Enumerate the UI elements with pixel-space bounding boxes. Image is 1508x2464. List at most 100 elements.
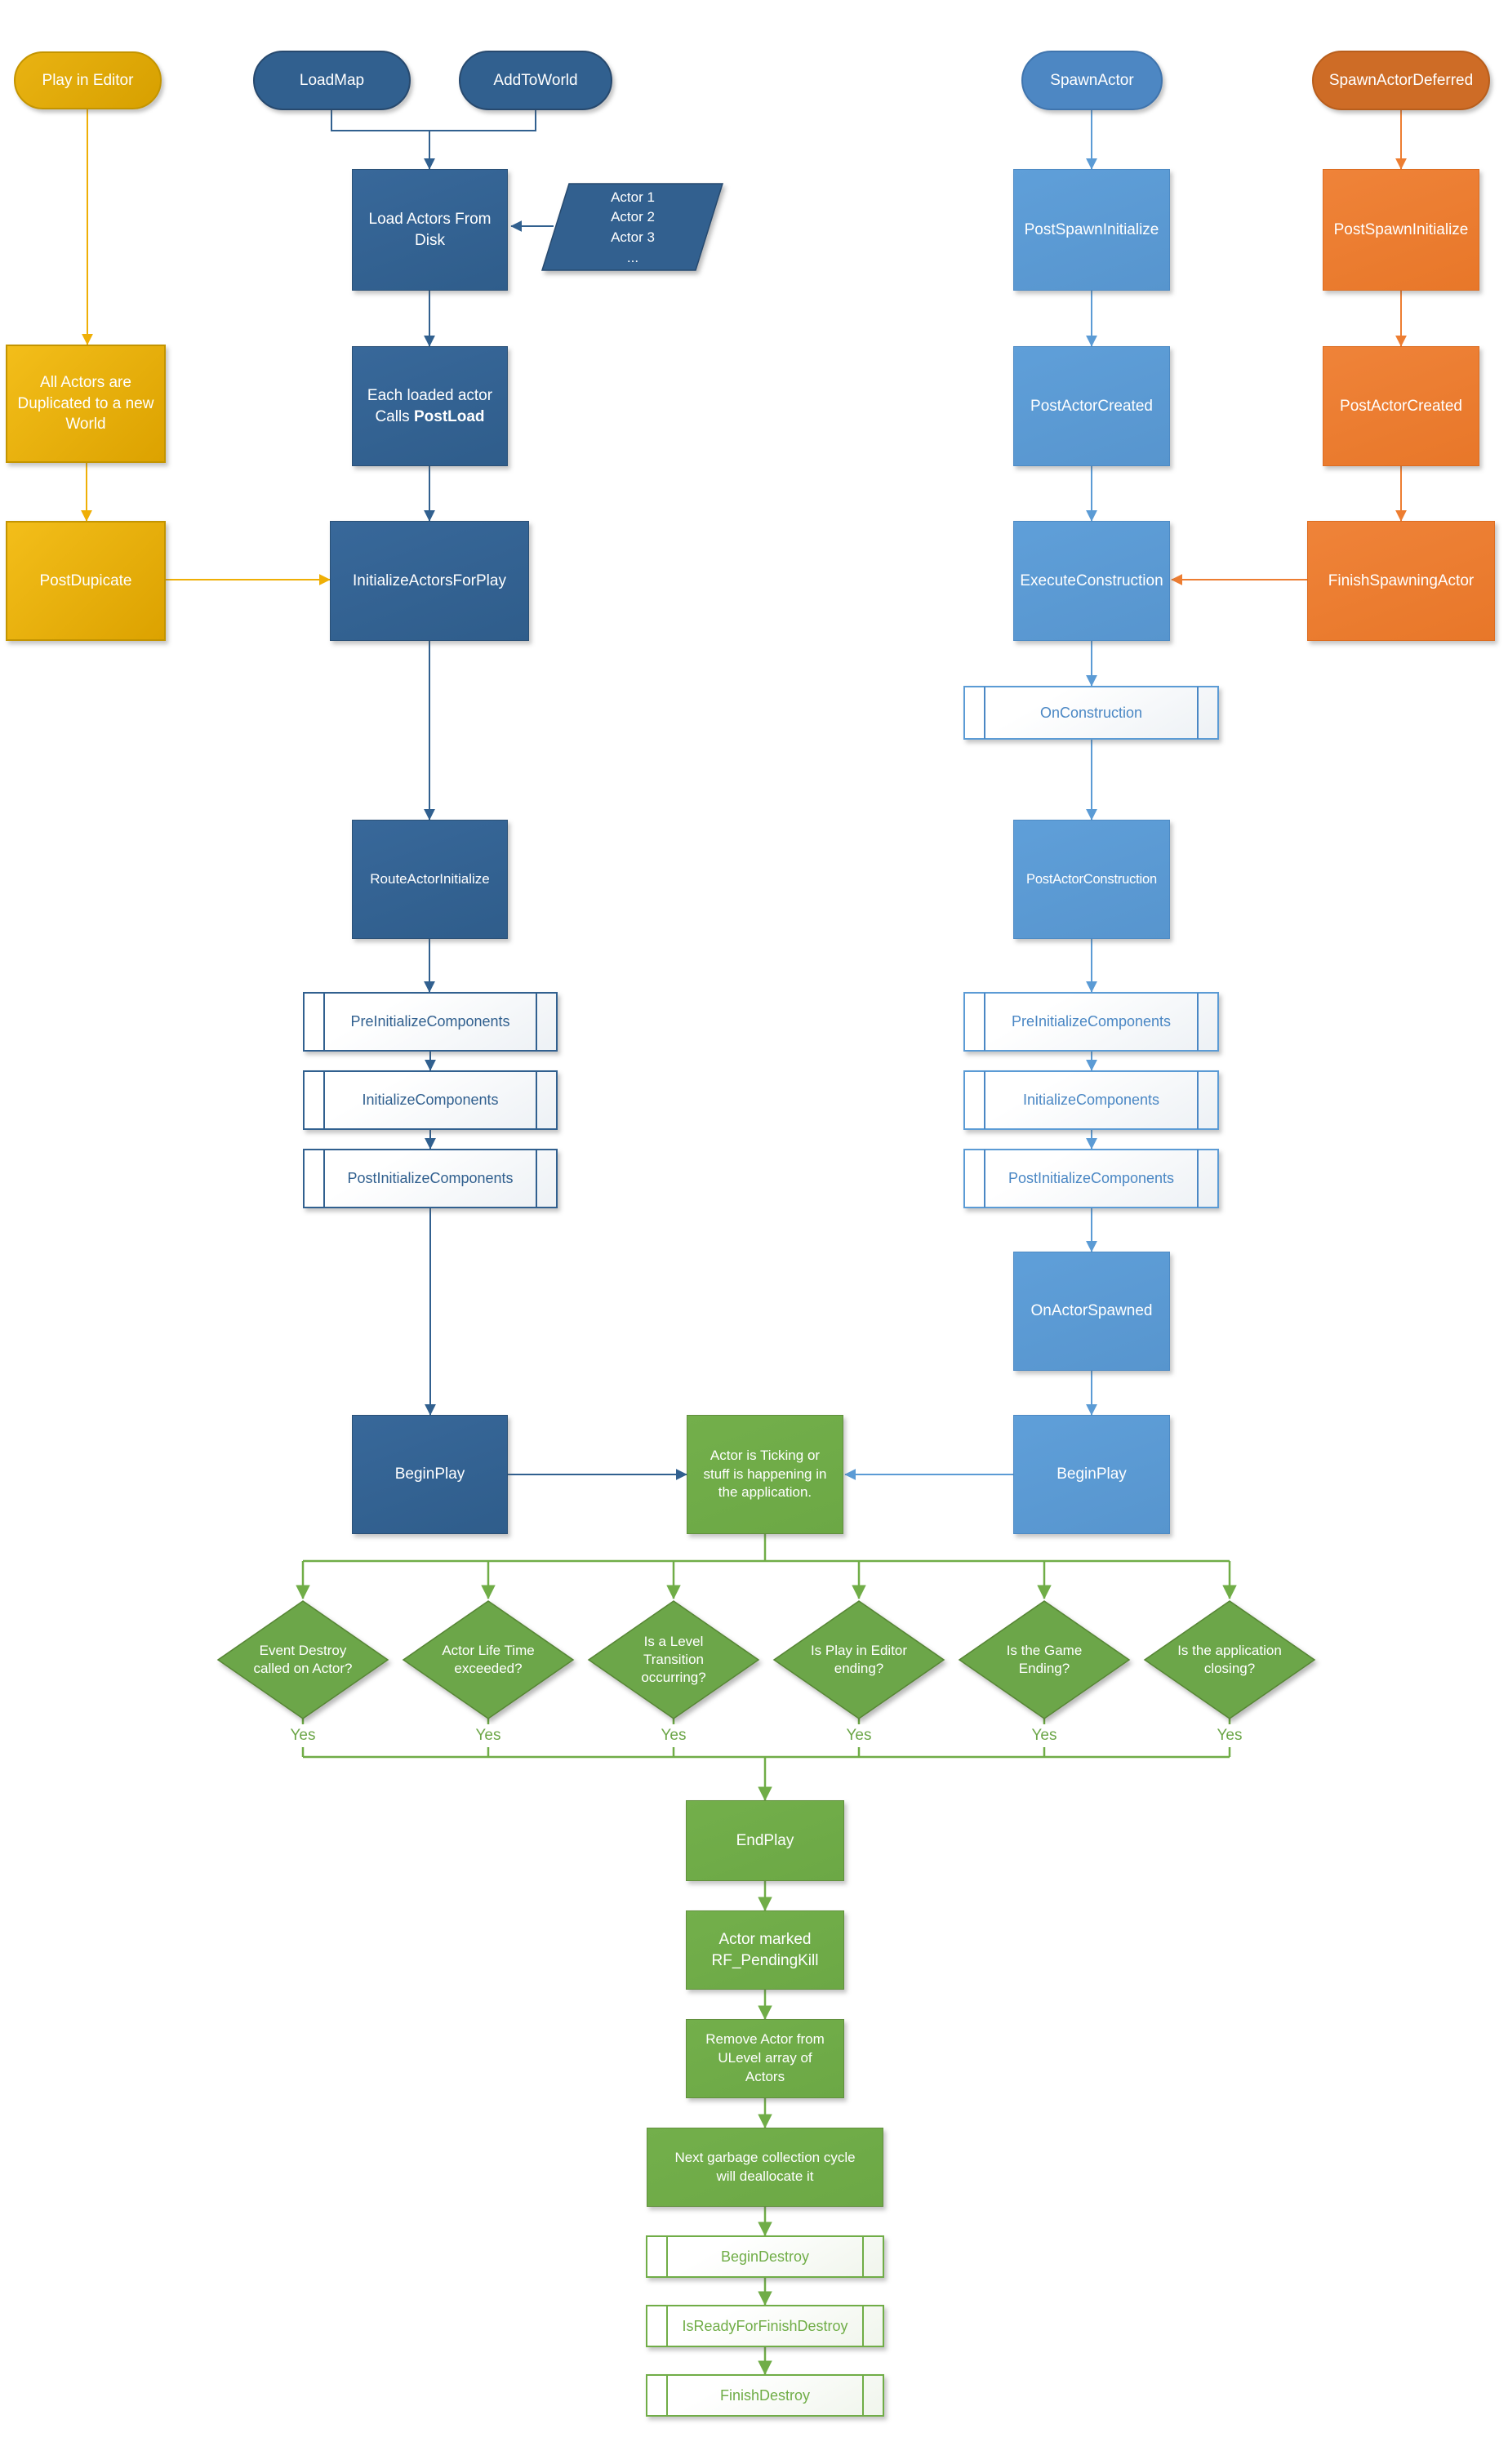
yes-label-6: Yes (1210, 1724, 1249, 1747)
subroutine-label: FinishDestroy (719, 2386, 811, 2404)
diamond-label-level-transition: Is a Level Transition occurring? (641, 1633, 706, 1686)
terminator-label: LoadMap (299, 71, 365, 89)
yellow-connectors (81, 109, 331, 585)
subroutine-label: OnConstruction (1039, 704, 1143, 721)
blue-connectors (844, 110, 1097, 1480)
process-all-actors-duplicated: All Actors are Duplicated to a new World (6, 345, 166, 463)
terminator-play-in-editor: Play in Editor (14, 51, 162, 109)
terminator-label: SpawnActorDeferred (1328, 71, 1474, 89)
process-label-line1: Each loaded actor (367, 386, 493, 404)
subroutine-begin-destroy: BeginDestroy (646, 2235, 884, 2278)
process-label-line2: Calls PostLoad (375, 407, 484, 428)
yes-label-2: Yes (469, 1724, 508, 1747)
process-remove-actor-from-ulevel: Remove Actor from ULevel array of Actors (686, 2019, 844, 2098)
actor-list-text: Actor 1 Actor 2 Actor 3 ... (611, 189, 655, 265)
process-execute-construction: ExecuteConstruction (1013, 521, 1170, 641)
orange-connectors (1171, 110, 1407, 585)
terminator-label: SpawnActor (1050, 71, 1134, 89)
process-label: PostActorConstruction (1026, 871, 1157, 887)
diamond-label-game-ending: Is the Game Ending? (1006, 1642, 1083, 1676)
process-post-actor-construction: PostActorConstruction (1013, 820, 1170, 939)
subroutine-label: PostInitializeComponents (347, 1170, 514, 1187)
diamond-label-app-closing: Is the application closing? (1177, 1642, 1282, 1676)
process-label: RouteActorInitialize (370, 870, 490, 887)
diamond-label-pie-ending: Is Play in Editor ending? (810, 1642, 908, 1676)
diamond-label-actor-life-time: Actor Life Time exceeded? (442, 1642, 535, 1676)
process-begin-play-left: BeginPlay (352, 1415, 508, 1534)
process-label: BeginPlay (1056, 1466, 1127, 1483)
process-post-actor-created-orange: PostActorCreated (1323, 346, 1479, 466)
yes-label-5: Yes (1025, 1724, 1064, 1747)
process-label: BeginPlay (394, 1466, 465, 1483)
decision-diamonds (216, 1600, 1316, 1719)
process-label: All Actors are Duplicated to a new World (17, 374, 154, 434)
subroutine-label: InitializeComponents (362, 1092, 499, 1109)
process-label: InitializeActorsForPlay (353, 572, 506, 589)
postload-bold-text: PostLoad (413, 407, 485, 425)
terminator-load-map: LoadMap (253, 51, 411, 110)
subroutine-post-initialize-components-right: PostInitializeComponents (963, 1149, 1219, 1208)
process-label: ExecuteConstruction (1020, 572, 1163, 589)
subroutine-finish-destroy: FinishDestroy (646, 2374, 884, 2417)
yes-label-3: Yes (654, 1724, 693, 1747)
process-initialize-actors-for-play: InitializeActorsForPlay (330, 521, 529, 641)
terminator-spawn-actor: SpawnActor (1021, 51, 1163, 110)
terminator-add-to-world: AddToWorld (459, 51, 612, 110)
process-finish-spawning-actor: FinishSpawningActor (1307, 521, 1495, 641)
process-label: PostActorCreated (1340, 397, 1462, 415)
process-actor-ticking: Actor is Ticking or stuff is happening i… (687, 1415, 843, 1534)
terminator-label: Play in Editor (42, 71, 134, 89)
subroutine-on-construction: OnConstruction (963, 686, 1219, 740)
process-next-garbage-collection: Next garbage collection cycle will deall… (647, 2128, 883, 2207)
process-label: EndPlay (736, 1831, 794, 1849)
diamond-pie-ending (772, 1600, 945, 1719)
diamond-label-event-destroy: Event Destroy called on Actor? (253, 1642, 353, 1676)
calls-text: Calls (375, 407, 414, 425)
subroutine-label: PreInitializeComponents (350, 1013, 510, 1030)
process-post-spawn-initialize-blue: PostSpawnInitialize (1013, 169, 1170, 291)
diamond-level-transition (587, 1600, 760, 1719)
diamond-game-ending (958, 1600, 1131, 1719)
terminator-label: AddToWorld (493, 71, 578, 89)
subroutine-pre-initialize-components-left: PreInitializeComponents (303, 992, 558, 1052)
process-label: PostSpawnInitialize (1024, 220, 1159, 238)
subroutine-is-ready-for-finish-destroy: IsReadyForFinishDestroy (646, 2305, 884, 2347)
process-each-loaded-actor: Each loaded actor Calls PostLoad (352, 346, 508, 466)
process-label: PostSpawnInitialize (1333, 220, 1469, 238)
yes-label-4: Yes (839, 1724, 879, 1747)
subroutine-label: InitializeComponents (1022, 1092, 1160, 1109)
subroutine-post-initialize-components-left: PostInitializeComponents (303, 1149, 558, 1208)
process-label: Actor marked RF_PendingKill (711, 1930, 819, 1969)
process-label: Load Actors From Disk (368, 210, 492, 249)
diamond-app-closing (1143, 1600, 1316, 1719)
subroutine-initialize-components-left: InitializeComponents (303, 1070, 558, 1130)
subroutine-label: BeginDestroy (720, 2248, 810, 2265)
process-route-actor-initialize: RouteActorInitialize (352, 820, 508, 939)
process-label: Actor is Ticking or stuff is happening i… (703, 1447, 827, 1501)
subroutine-pre-initialize-components-right: PreInitializeComponents (963, 992, 1219, 1052)
process-label: OnActorSpawned (1030, 1302, 1153, 1320)
subroutine-initialize-components-right: InitializeComponents (963, 1070, 1219, 1130)
process-label: Next garbage collection cycle will deall… (674, 2149, 856, 2184)
subroutine-label: PostInitializeComponents (1008, 1170, 1175, 1187)
process-post-dupicate: PostDupicate (6, 521, 166, 641)
process-end-play: EndPlay (686, 1800, 844, 1881)
process-label: PostDupicate (39, 572, 132, 589)
process-label: PostActorCreated (1030, 397, 1153, 415)
process-load-actors-from-disk: Load Actors From Disk (352, 169, 508, 291)
actor-list-parallelogram (540, 183, 724, 271)
process-begin-play-right: BeginPlay (1013, 1415, 1170, 1534)
diamond-event-destroy (216, 1600, 389, 1719)
process-label: FinishSpawningActor (1328, 572, 1475, 589)
subroutine-label: PreInitializeComponents (1011, 1013, 1172, 1030)
process-label: Remove Actor from ULevel array of Actors (705, 2031, 825, 2084)
green-connectors (296, 1534, 1237, 2376)
subroutine-label: IsReadyForFinishDestroy (682, 2317, 848, 2334)
process-on-actor-spawned: OnActorSpawned (1013, 1252, 1170, 1371)
yes-label-1: Yes (283, 1724, 323, 1747)
elbow-loadmap-addtoworld (331, 110, 536, 131)
process-actor-marked-pendingkill: Actor marked RF_PendingKill (686, 1910, 844, 1990)
process-post-actor-created-blue: PostActorCreated (1013, 346, 1170, 466)
